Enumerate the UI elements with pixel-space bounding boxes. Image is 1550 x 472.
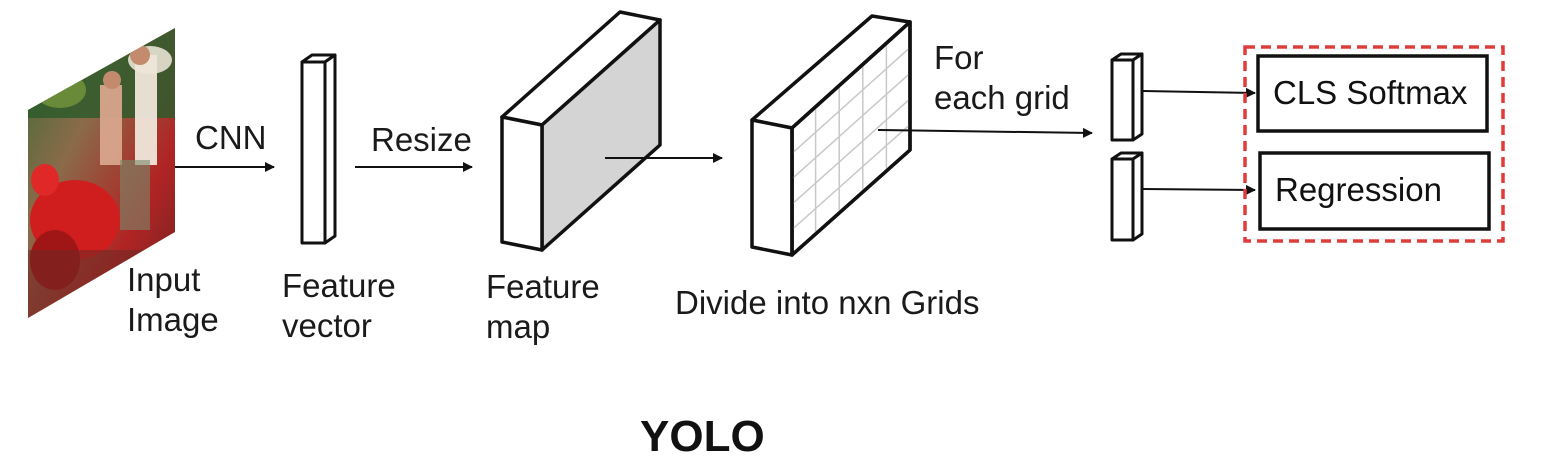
for-each-grid-line-2: each grid [934,78,1070,116]
feature-vector-line-2: vector [282,306,372,344]
regression-vector-shape [1110,151,1144,242]
feature-map-line-1: Feature [486,268,600,305]
cls-arrow [1142,87,1256,98]
feature-map-shape [500,10,662,252]
feature-vector-label: Feature vector [282,266,396,345]
feature-map-line-2: map [486,307,551,345]
output-highlight-border [1243,45,1505,243]
for-each-grid-arrow [877,127,1093,138]
grids-label: Divide into nxn Grids [675,284,980,321]
resize-label: Resize [371,121,472,158]
cls-vector-shape [1110,52,1144,142]
feature-vector-line-1: Feature [282,267,396,304]
cls-softmax-label: CLS Softmax [1273,74,1468,111]
feature-map-label: Feature map [486,267,600,346]
diagram-title: YOLO [640,412,765,461]
input-image-line-2: Image [127,300,219,338]
feature-vector-shape [300,53,337,245]
for-each-grid-line-1: For [934,39,984,76]
grid-block-shape [750,14,912,257]
cnn-label: CNN [195,119,267,156]
cls-softmax-box [1256,54,1489,133]
regression-arrow [1142,184,1256,195]
input-image-label: Input Image [127,260,219,339]
input-image-line-1: Input [127,261,201,298]
grid-lines [791,43,911,234]
regression-label: Regression [1275,171,1442,208]
for-each-grid-label: For each grid [934,38,1070,117]
regression-box [1258,151,1491,231]
